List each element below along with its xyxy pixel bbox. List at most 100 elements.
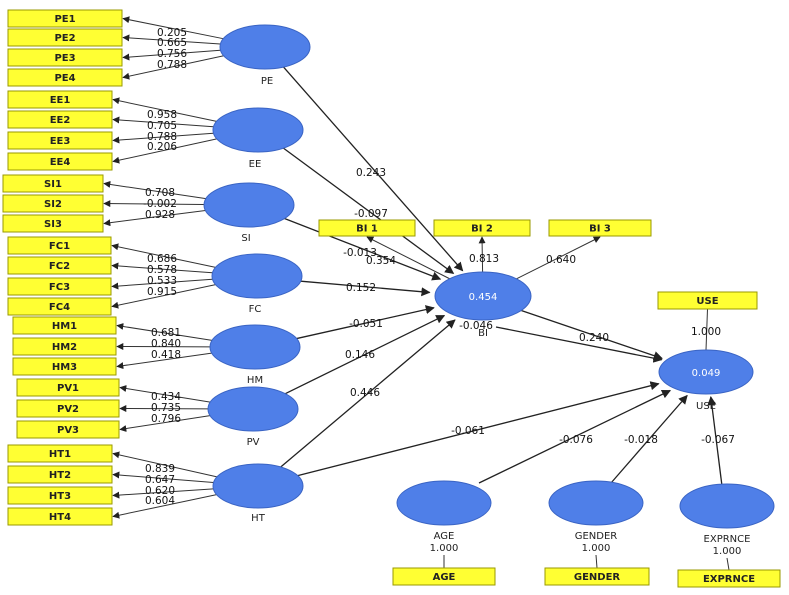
path-bi-to-use	[521, 309, 663, 361]
indicator-fc2-fc[interactable]: FC2	[7, 256, 112, 275]
latent-label-pv: PV	[247, 437, 260, 448]
latent-value-age: 1.000	[430, 543, 459, 554]
indicator-fc4-fc[interactable]: FC4	[7, 297, 112, 316]
path-pe-to-bi	[283, 66, 464, 272]
latents-layer: 0.454 0.049	[203, 24, 775, 529]
indicator-label: HM2	[52, 342, 77, 353]
r-squared-value: 0.454	[469, 292, 498, 303]
indicator-label: FC3	[49, 282, 70, 293]
loading-edge	[122, 34, 221, 45]
indicator-pe4-pe[interactable]: PE4	[7, 68, 123, 87]
loading-edge	[112, 451, 218, 478]
loading-edge	[103, 200, 205, 208]
loading-value: 0.434	[151, 391, 181, 403]
loading-value: 0.418	[151, 349, 181, 361]
indicator-hm1-hm[interactable]: HM1	[12, 316, 117, 335]
latent-fc[interactable]	[211, 253, 303, 299]
indicator-label: FC2	[49, 261, 70, 272]
indicator-label: AGE	[433, 572, 456, 583]
indicator-ht2-ht[interactable]: HT2	[7, 465, 113, 484]
indicator-label: BI 1	[356, 224, 378, 235]
indicator-ht3-ht[interactable]: HT3	[7, 486, 113, 505]
latent-ht[interactable]	[212, 463, 304, 509]
latent-value-exprnce: 1.000	[713, 546, 742, 557]
path-gender-to-use	[610, 394, 688, 484]
indicator-ee2-ee[interactable]: EE2	[7, 110, 113, 129]
loading-edge	[111, 278, 213, 290]
path-coefficient-si-bi: -0.013	[343, 247, 377, 259]
indicator-si2-si[interactable]: SI2	[2, 194, 104, 213]
indicator-si3-si[interactable]: SI3	[2, 214, 104, 233]
indicator-fc1-fc[interactable]: FC1	[7, 236, 112, 255]
indicator-label: BI 2	[471, 224, 493, 235]
indicator-hm2-hm[interactable]: HM2	[12, 337, 117, 356]
indicator-label: HT2	[49, 470, 71, 481]
indicator-fc3-fc[interactable]: FC3	[7, 277, 112, 296]
latent-bi[interactable]: 0.454	[434, 271, 532, 321]
path-coefficient-pv-bi: 0.146	[345, 349, 375, 361]
loading-value: 0.647	[145, 474, 175, 486]
indicator-pv1-pv[interactable]: PV1	[16, 378, 120, 397]
loading-edge	[112, 116, 214, 128]
indicator-pv3-pv[interactable]: PV3	[16, 420, 120, 439]
path-bi-to-use	[495, 326, 663, 363]
loading-edge	[478, 236, 486, 273]
indicator-label: SI1	[44, 179, 62, 190]
indicator-bi-1-bi[interactable]: BI 1	[318, 219, 416, 237]
loading-value: 1.000	[691, 326, 721, 338]
indicator-bi-2-bi[interactable]: BI 2	[433, 219, 531, 237]
loading-edge	[122, 16, 224, 40]
indicator-pe2-pe[interactable]: PE2	[7, 28, 123, 47]
path-age-to-use	[478, 389, 672, 484]
latent-label-pe: PE	[261, 76, 273, 87]
latent-hm[interactable]	[209, 324, 301, 370]
indicator-pe3-pe[interactable]: PE3	[7, 48, 123, 67]
latent-exprnce[interactable]	[679, 483, 775, 529]
indicator-ee4-ee[interactable]: EE4	[7, 152, 113, 171]
r-squared-value: 0.049	[692, 368, 721, 379]
latent-pv[interactable]	[207, 386, 299, 432]
path-pv-to-bi	[284, 314, 446, 395]
latent-age[interactable]	[396, 480, 492, 526]
latent-use[interactable]: 0.049	[658, 349, 754, 395]
path-coefficient-bi-use: -0.046	[459, 320, 493, 332]
loading-value: 0.813	[469, 253, 499, 265]
indicator-hm3-hm[interactable]: HM3	[12, 357, 117, 376]
indicator-label: BI 3	[589, 224, 611, 235]
loading-edge	[119, 415, 211, 432]
loading-value: 0.708	[145, 187, 175, 199]
latent-value-gender: 1.000	[582, 543, 611, 554]
indicator-age-age[interactable]: AGE	[392, 567, 496, 586]
indicator-pv2-pv[interactable]: PV2	[16, 399, 120, 418]
indicator-use-use[interactable]: USE	[657, 291, 758, 310]
path-coefficient-ht-bi: 0.446	[350, 387, 380, 399]
loading-edge	[122, 55, 224, 80]
indicator-label: EE1	[50, 95, 71, 106]
latent-si[interactable]	[203, 182, 295, 228]
loading-edge	[595, 554, 598, 569]
indicator-exprnce-exprnce[interactable]: EXPRNCE	[677, 569, 781, 588]
indicator-pe1-pe[interactable]: PE1	[7, 9, 123, 28]
path-fc-to-bi	[300, 280, 431, 297]
indicators-layer: PE1PE2PE3PE4EE1EE2EE3EE4SI1SI2SI3FC1FC2F…	[2, 9, 781, 588]
latent-ee[interactable]	[212, 107, 304, 153]
latent-gender[interactable]	[548, 480, 644, 526]
indicator-ee1-ee[interactable]: EE1	[7, 90, 113, 109]
indicator-gender-gender[interactable]: GENDER	[544, 567, 650, 586]
indicator-si1-si[interactable]: SI1	[2, 174, 104, 193]
indicator-ee3-ee[interactable]: EE3	[7, 131, 113, 150]
path-ee-to-bi	[283, 147, 455, 274]
indicator-label: USE	[696, 296, 718, 307]
latent-label-age: AGE	[434, 531, 455, 542]
indicator-bi-3-bi[interactable]: BI 3	[548, 219, 652, 237]
path-coefficient-exprnce-use: -0.067	[701, 434, 735, 446]
path-coefficient-fc-bi: 0.152	[346, 282, 376, 294]
latent-label-ht: HT	[251, 513, 266, 524]
indicator-ht4-ht[interactable]: HT4	[7, 507, 113, 526]
indicator-ht1-ht[interactable]: HT1	[7, 444, 113, 463]
loading-value: 0.705	[147, 120, 177, 132]
latent-pe[interactable]	[219, 24, 311, 70]
indicator-label: SI3	[44, 219, 62, 230]
loading-edge	[103, 180, 206, 200]
